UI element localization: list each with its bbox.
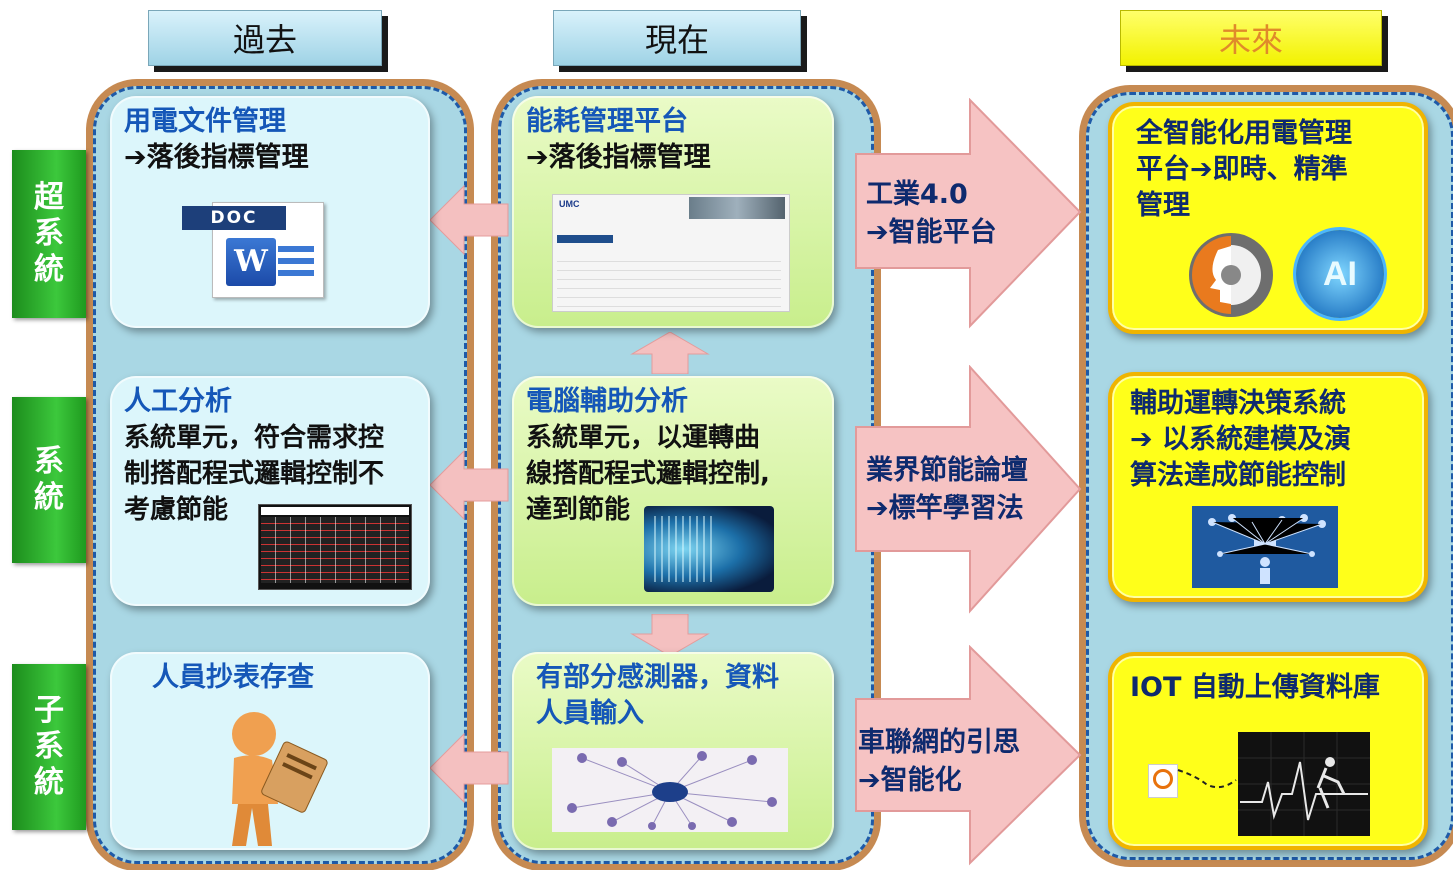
right-arrow-3	[855, 645, 1082, 866]
card-title-line2: 人員輸入	[536, 698, 644, 729]
card-subtitle: ➔落後指標管理	[526, 142, 711, 173]
right-arrow-1	[855, 98, 1082, 329]
doc-label: DOC	[182, 206, 286, 230]
card-line: ➔ 以系統建模及演	[1130, 424, 1352, 455]
decision-system-image	[1192, 506, 1338, 588]
arrow-label-line: 車聯網的引思	[858, 727, 1020, 758]
platform-screenshot: UMC	[552, 194, 790, 312]
side-label-system: 系 統	[12, 397, 86, 563]
card-body-line: 考慮節能	[124, 495, 229, 525]
ai-head-image	[644, 506, 774, 592]
left-arrow-3	[430, 732, 509, 804]
header-now-label: 現在	[644, 21, 709, 59]
past-card-2: 人工分析 系統單元，符合需求控 制搭配程式邏輯控制不 考慮節能	[110, 376, 430, 606]
side-char: 系	[34, 444, 64, 479]
arrow-label-line: ➔標竿學習法	[866, 493, 1024, 524]
brain-gear-icon	[1189, 233, 1273, 317]
arrow-label-3: 車聯網的引思 ➔智能化	[858, 724, 1020, 800]
card-title: 用電文件管理	[124, 106, 286, 137]
ai-icon-label: AI	[1323, 255, 1357, 293]
card-title: 有部分感測器，資料	[536, 662, 779, 693]
now-card-1: 能耗管理平台 ➔落後指標管理 UMC	[512, 96, 834, 328]
past-card-1: 用電文件管理 ➔落後指標管理 DOC W	[110, 96, 430, 328]
side-char: 超	[34, 180, 64, 215]
side-char: 系	[34, 729, 64, 764]
left-arrow-2	[430, 449, 509, 521]
iot-network-icon	[552, 748, 788, 832]
side-label-super-system: 超 系 統	[12, 150, 86, 318]
screenshot-brand: UMC	[559, 199, 580, 209]
side-char: 子	[34, 693, 64, 728]
heartbeat-monitor-icon	[1238, 732, 1370, 836]
arrow-label-line: 工業4.0	[866, 179, 968, 210]
card-line: 算法達成節能控制	[1130, 460, 1346, 491]
person-clipboard-icon	[232, 712, 328, 846]
side-char: 統	[34, 252, 64, 287]
now-card-2: 電腦輔助分析 系統單元，以運轉曲 線搭配程式邏輯控制, 達到節能	[512, 376, 834, 606]
header-future-label: 未來	[1218, 21, 1283, 59]
header-now: 現在	[553, 10, 801, 66]
ai-icon: AI	[1296, 230, 1384, 318]
left-arrow-1	[430, 184, 509, 256]
card-subtitle: ➔落後指標管理	[124, 142, 309, 173]
data-table-thumbnail	[258, 504, 412, 590]
now-card-3: 有部分感測器，資料 人員輸入	[512, 652, 834, 850]
card-line: 管理	[1136, 190, 1190, 221]
future-card-3: IOT 自動上傳資料庫	[1108, 652, 1428, 850]
past-card-3: 人員抄表存查	[110, 652, 430, 850]
up-arrow	[630, 332, 710, 374]
card-body-line: 達到節能	[526, 495, 631, 525]
card-title: 人員抄表存查	[152, 662, 314, 693]
side-char: 統	[34, 480, 64, 515]
header-past: 過去	[148, 10, 382, 66]
header-past-label: 過去	[232, 21, 297, 59]
side-label-sub-system: 子 系 統	[12, 664, 86, 830]
arrow-label-line: ➔智能化	[858, 765, 962, 796]
arrow-label-line: ➔智能平台	[866, 217, 997, 248]
side-char: 統	[34, 765, 64, 800]
card-line: 輔助運轉決策系統	[1130, 388, 1346, 419]
connection-dash	[1177, 769, 1237, 789]
header-future: 未來	[1120, 10, 1382, 66]
card-body-line: 線搭配程式邏輯控制,	[526, 459, 770, 489]
right-arrow-2	[855, 365, 1082, 614]
upload-icon	[1148, 764, 1178, 798]
side-char: 系	[34, 216, 64, 251]
card-title: 電腦輔助分析	[526, 386, 688, 417]
card-body-line: 制搭配程式邏輯控制不	[124, 459, 385, 489]
future-card-1: 全智能化用電管理 平台➔即時、精準 管理 AI	[1108, 102, 1428, 334]
card-line: 全智能化用電管理	[1136, 118, 1352, 149]
card-title: 人工分析	[124, 386, 232, 417]
future-card-2: 輔助運轉決策系統 ➔ 以系統建模及演 算法達成節能控制	[1108, 372, 1428, 602]
card-title: 能耗管理平台	[526, 106, 688, 137]
arrow-label-line: 業界節能論壇	[866, 455, 1028, 486]
down-arrow	[630, 614, 710, 656]
card-line: 平台➔即時、精準	[1136, 154, 1348, 185]
card-body-line: 系統單元，符合需求控	[124, 423, 385, 453]
word-doc-icon: DOC W	[182, 202, 332, 298]
card-body-line: 系統單元，以運轉曲	[526, 423, 761, 453]
card-title: IOT 自動上傳資料庫	[1130, 672, 1380, 703]
arrow-label-2: 業界節能論壇 ➔標竿學習法	[866, 452, 1028, 528]
arrow-label-1: 工業4.0 ➔智能平台	[866, 176, 997, 252]
